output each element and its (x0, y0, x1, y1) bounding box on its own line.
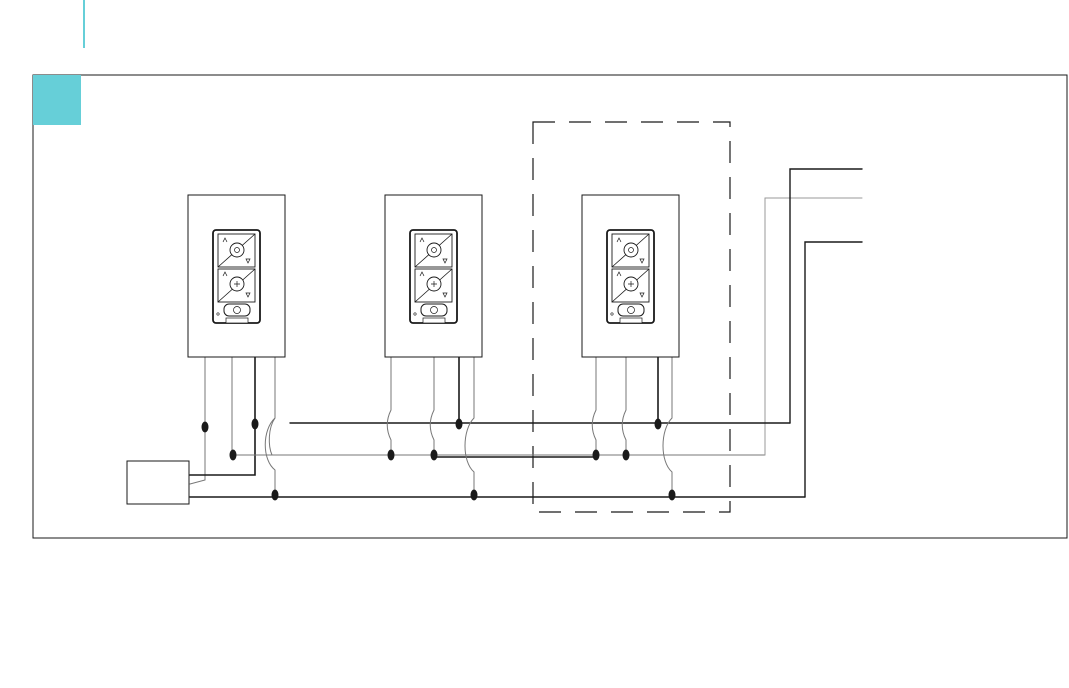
wire-s2-a (387, 357, 391, 455)
wire-s3-b (622, 342, 626, 455)
wire-nut (669, 490, 676, 501)
wire-upper-riser (790, 169, 862, 423)
keypad-switch-3 (582, 195, 679, 357)
wire-nut (431, 450, 438, 461)
keypad-switch-1 (188, 195, 285, 357)
wire-nut (388, 450, 395, 461)
wires (190, 169, 862, 497)
wire-s3-d (663, 357, 672, 497)
wire-nut (202, 422, 209, 433)
wire-nut (456, 419, 463, 430)
wire-s2-d (465, 357, 474, 497)
wire-s3-a (592, 357, 596, 455)
wire-s2-b (430, 357, 434, 455)
wire-nut (471, 490, 478, 501)
wire-nut (623, 450, 630, 461)
wire-lower-riser (805, 242, 862, 497)
accent-tab (33, 75, 81, 125)
wire-nut (655, 419, 662, 430)
load-box (127, 461, 189, 504)
wire-nut (230, 450, 237, 461)
wire-nut (252, 419, 259, 430)
wire-nut (272, 490, 279, 501)
wire-box-black (190, 424, 255, 475)
wire-middle-riser (765, 198, 862, 455)
keypad-switch-2 (385, 195, 482, 357)
wire-nuts (202, 419, 676, 501)
wire-nut (593, 450, 600, 461)
